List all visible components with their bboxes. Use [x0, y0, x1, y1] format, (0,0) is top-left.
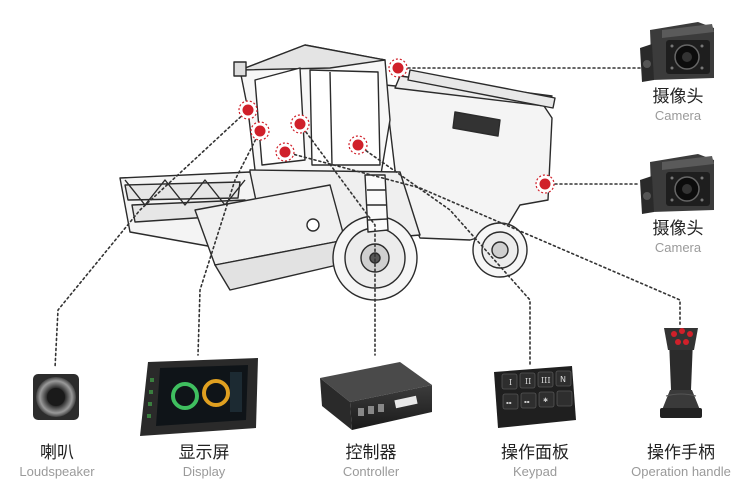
- keypad-icon: I II III N ▪▪ ▪▪ ✱: [494, 366, 576, 428]
- handle-label: 操作手柄 Operation handle: [616, 442, 746, 480]
- display-subtitle: Display: [182, 464, 226, 479]
- camera-bottom-label: 摄像头 Camera: [613, 218, 743, 256]
- key-label-1: I: [509, 378, 512, 387]
- harvester-illustration: [119, 44, 556, 301]
- sensor-markers: [238, 58, 555, 194]
- key-label-4: N: [560, 375, 566, 384]
- marker-cab-3: [275, 142, 295, 162]
- key-label-3: III: [541, 376, 550, 385]
- camera-top-label: 摄像头 Camera: [613, 86, 743, 124]
- controller-icon: [320, 362, 432, 430]
- keypad-label: 操作面板 Keypad: [470, 442, 600, 480]
- keypad-title: 操作面板: [501, 443, 569, 463]
- controller-label: 控制器 Controller: [306, 442, 436, 480]
- display-title: 显示屏: [178, 443, 230, 463]
- loudspeaker-title: 喇叭: [40, 443, 74, 463]
- camera-icon: [640, 154, 714, 214]
- svg-text:▪▪: ▪▪: [506, 400, 512, 405]
- svg-text:✱: ✱: [543, 397, 548, 404]
- marker-cab-roof: [388, 58, 408, 78]
- leader-lines: [54, 67, 681, 369]
- marker-cab-left: [238, 100, 258, 120]
- loudspeaker-label: 喇叭 Loudspeaker: [0, 442, 122, 480]
- marker-rear: [535, 174, 555, 194]
- controller-subtitle: Controller: [342, 464, 400, 479]
- camera-top-subtitle: Camera: [654, 108, 702, 123]
- camera-bottom-title: 摄像头: [652, 219, 704, 239]
- camera-bottom-subtitle: Camera: [654, 240, 702, 255]
- handle-subtitle: Operation handle: [631, 464, 731, 479]
- display-icon: [140, 358, 258, 436]
- camera-top-title: 摄像头: [652, 87, 704, 107]
- key-label-2: II: [525, 377, 531, 386]
- camera-icon: [640, 22, 714, 82]
- loudspeaker-subtitle: Loudspeaker: [19, 464, 95, 479]
- controller-title: 控制器: [345, 443, 397, 463]
- marker-cab-4: [348, 135, 368, 155]
- marker-cab-1: [250, 121, 270, 141]
- keypad-subtitle: Keypad: [512, 464, 558, 479]
- joystick-icon: [660, 328, 702, 418]
- loudspeaker-icon: [33, 374, 79, 420]
- display-label: 显示屏 Display: [139, 442, 269, 480]
- marker-cab-2: [290, 114, 310, 134]
- handle-title: 操作手柄: [647, 443, 715, 463]
- svg-text:▪▪: ▪▪: [524, 399, 530, 404]
